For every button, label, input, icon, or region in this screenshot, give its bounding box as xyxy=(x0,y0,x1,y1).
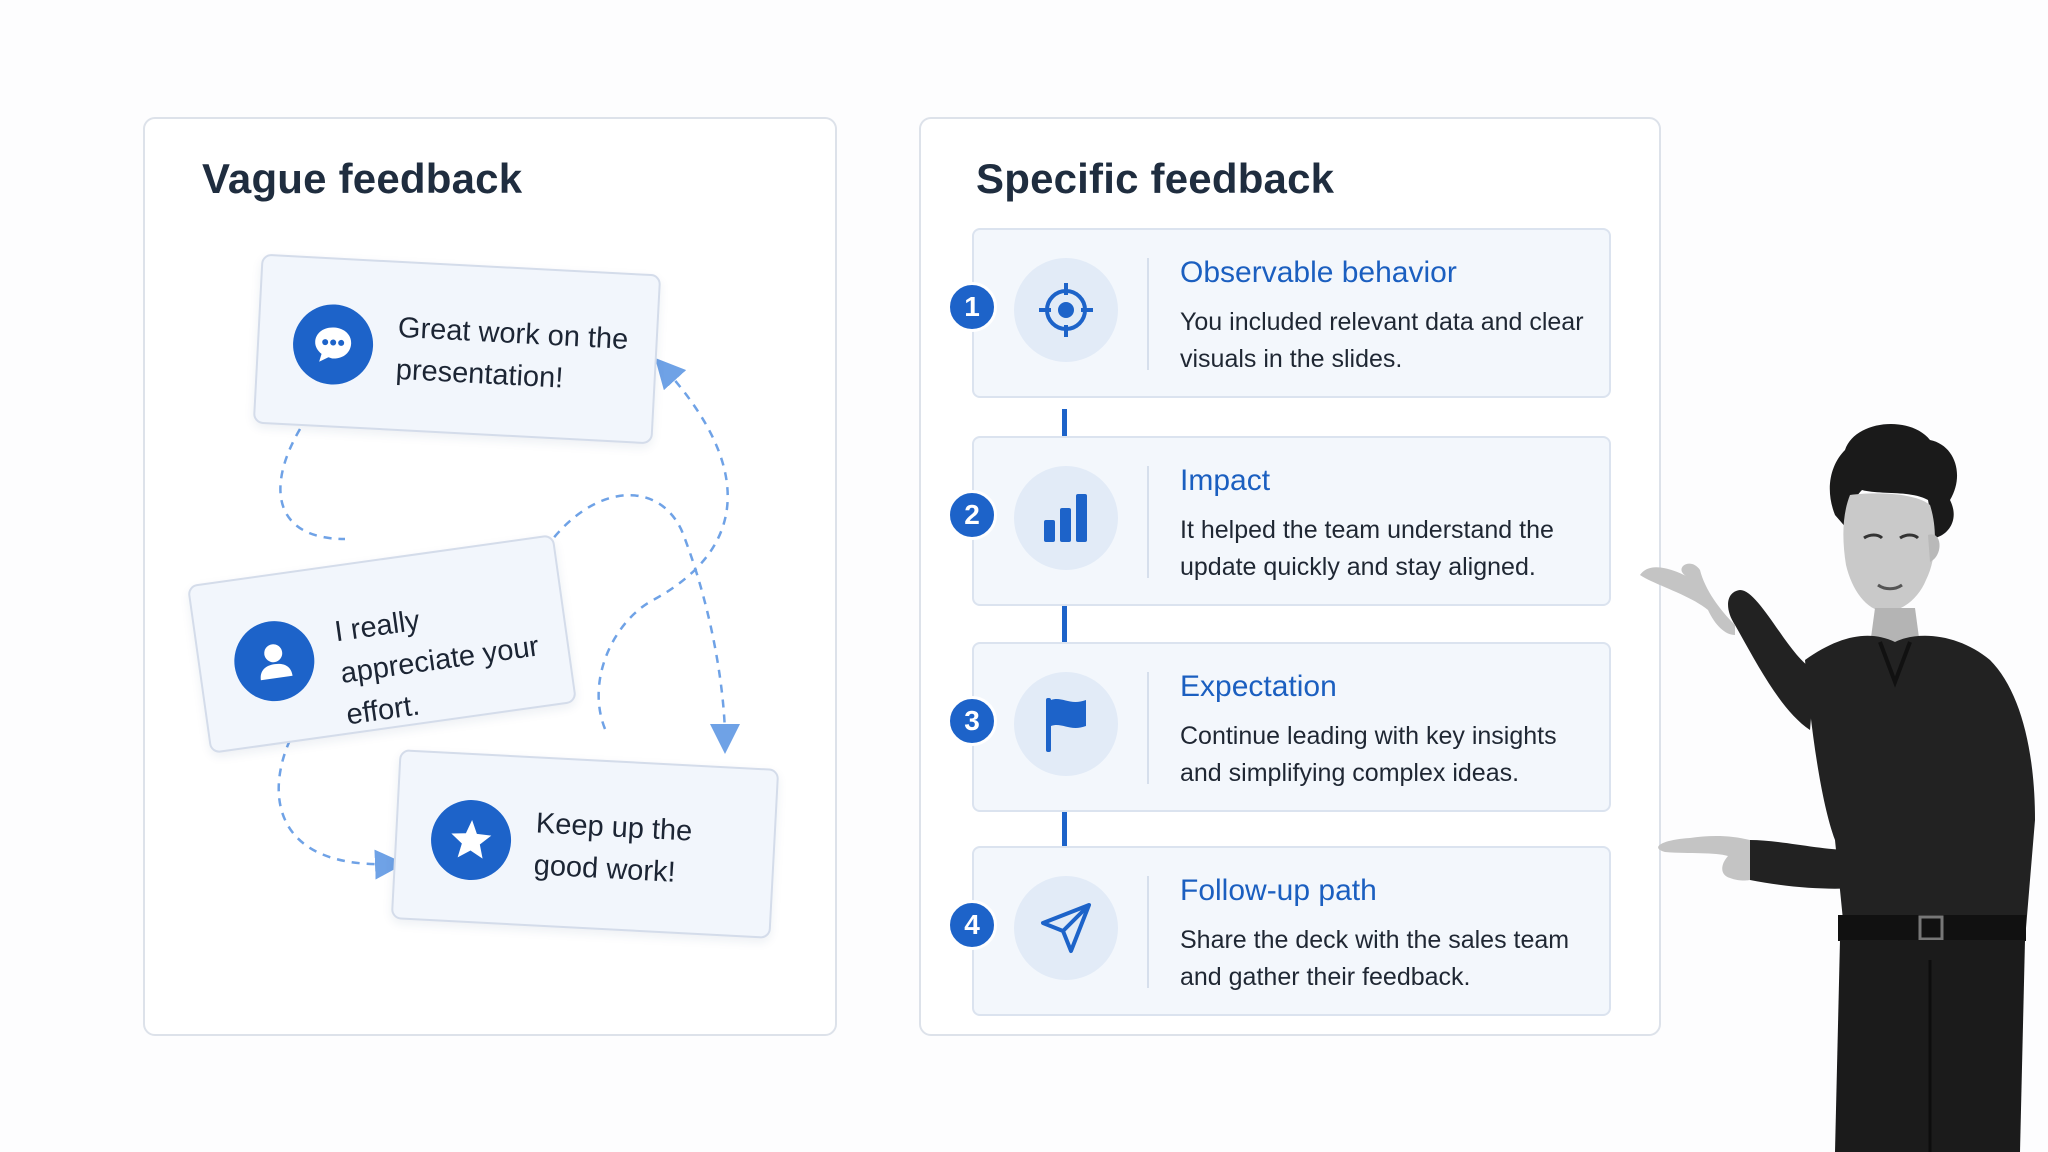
specific-feedback-panel: Specific feedback 1 Observable behavior … xyxy=(919,117,1661,1036)
specific-item-follow-up-path: 4 Follow-up path Share the deck with the… xyxy=(947,846,1611,1016)
divider xyxy=(1147,672,1149,784)
vague-card-great-work: Great work on the presentation! xyxy=(252,253,662,445)
item-title: Impact xyxy=(1180,464,1271,497)
bar-chart-icon xyxy=(1014,466,1118,570)
presenter-person-image xyxy=(1640,423,2035,1152)
vague-feedback-title: Vague feedback xyxy=(202,155,523,202)
item-title: Observable behavior xyxy=(1180,256,1457,289)
flag-icon xyxy=(1014,672,1118,776)
step-number-badge: 2 xyxy=(947,490,997,540)
item-description: You included relevant data and clear vis… xyxy=(1180,308,1584,373)
divider xyxy=(1147,258,1149,370)
step-number-badge: 1 xyxy=(947,282,997,332)
send-icon xyxy=(1014,876,1118,980)
user-icon xyxy=(229,615,320,707)
divider xyxy=(1147,466,1149,578)
divider xyxy=(1147,876,1149,988)
specific-feedback-title: Specific feedback xyxy=(976,155,1335,202)
star-icon xyxy=(429,797,514,883)
target-icon xyxy=(1014,258,1118,362)
chat-bubble-icon xyxy=(291,302,376,387)
vague-card-text: Great work on the presentation! xyxy=(394,311,630,395)
item-description: Share the deck with the sales team and g… xyxy=(1180,926,1570,991)
item-description: It helped the team understand the update… xyxy=(1180,516,1554,581)
item-description: Continue leading with key insights and s… xyxy=(1180,722,1557,787)
vague-card-keep-up: Keep up the good work! xyxy=(390,749,780,939)
vague-feedback-panel: Vague feedback Great work on the present… xyxy=(143,117,837,1036)
specific-item-expectation: 3 Expectation Continue leading with key … xyxy=(947,642,1611,812)
specific-item-observable-behavior: 1 Observable behavior You included relev… xyxy=(947,228,1611,398)
item-title: Follow-up path xyxy=(1180,874,1377,907)
step-number-badge: 4 xyxy=(947,900,997,950)
vague-card-text: Keep up the good work! xyxy=(532,807,694,889)
vague-card-appreciate: I really appreciate your effort. xyxy=(186,534,578,754)
item-title: Expectation xyxy=(1180,670,1337,703)
step-number-badge: 3 xyxy=(947,696,997,746)
dashed-connectors xyxy=(277,357,740,880)
specific-item-impact: 2 Impact It helped the team understand t… xyxy=(947,436,1611,606)
